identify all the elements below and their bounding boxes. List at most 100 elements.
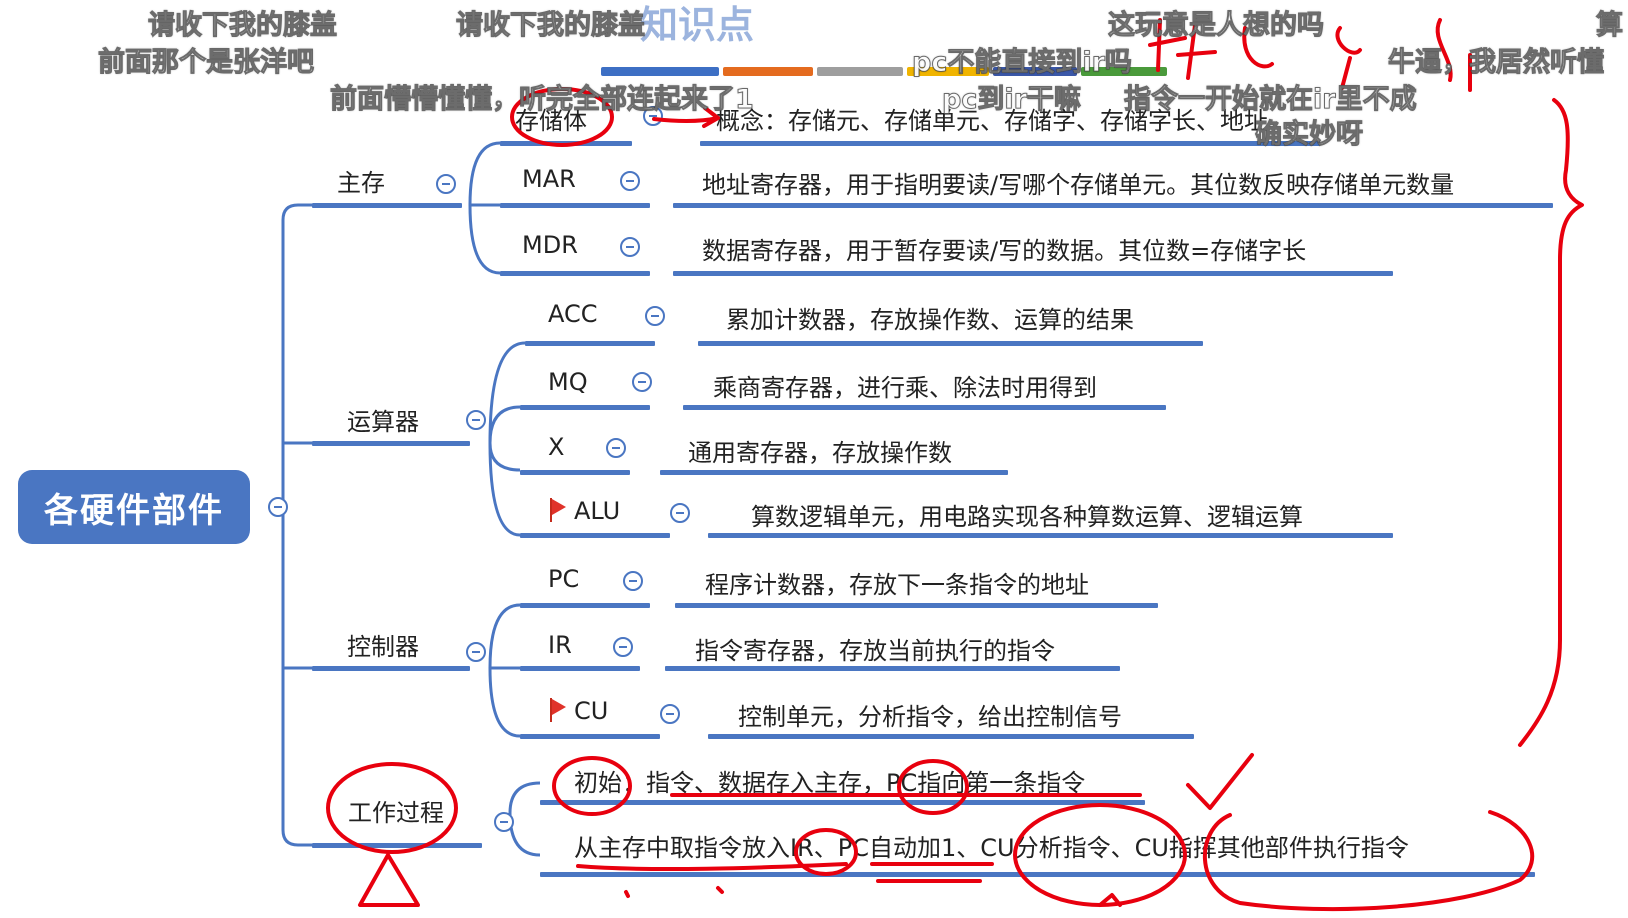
ink-circle-storage-body bbox=[510, 87, 614, 147]
node-ir[interactable]: IR bbox=[548, 631, 572, 659]
node-x-underline bbox=[520, 470, 630, 475]
branch-alu-collapse-icon[interactable] bbox=[466, 410, 486, 430]
node-cu-label: CU bbox=[574, 697, 609, 725]
flag-icon bbox=[548, 698, 566, 722]
ink-circle-process bbox=[326, 762, 458, 854]
ink-scribble-right bbox=[1435, 18, 1472, 92]
ink-circle-cu-analyze bbox=[1013, 803, 1187, 907]
ink-underline-pc-add bbox=[870, 862, 994, 883]
node-mar-desc-underline bbox=[673, 203, 1553, 208]
node-pc-collapse-icon[interactable] bbox=[623, 571, 643, 591]
branch-control-label[interactable]: 控制器 bbox=[347, 633, 419, 661]
node-mar-collapse-icon[interactable] bbox=[620, 171, 640, 191]
node-pc[interactable]: PC bbox=[548, 565, 580, 593]
danmaku-comment: 请收下我的膝盖 bbox=[148, 10, 338, 42]
branch-alu-underline bbox=[312, 441, 470, 446]
node-mar[interactable]: MAR bbox=[522, 165, 576, 193]
node-mq-desc-underline bbox=[683, 405, 1166, 410]
node-x-collapse-icon[interactable] bbox=[606, 438, 626, 458]
ink-circle-ir bbox=[794, 828, 858, 876]
page-title-fragment: 知识点 bbox=[640, 3, 755, 47]
branch-process-collapse-icon[interactable] bbox=[494, 812, 514, 832]
node-acc[interactable]: ACC bbox=[548, 300, 598, 328]
branch-memory-label[interactable]: 主存 bbox=[337, 169, 385, 197]
node-storage-body-desc: 概念：存储元、存储单元、存储字、存储字长、地址 bbox=[716, 107, 1268, 135]
flag-icon bbox=[548, 498, 566, 522]
node-mar-underline bbox=[500, 203, 650, 208]
ink-arrow-to-concept bbox=[652, 106, 720, 128]
ink-scribble-top bbox=[1148, 18, 1362, 90]
node-storage-body-desc-underline bbox=[700, 141, 1320, 146]
node-mq-desc: 乘商寄存器，进行乘、除法时用得到 bbox=[713, 374, 1097, 402]
ink-brace-right bbox=[1518, 98, 1584, 747]
danmaku-comment: 前面那个是张洋吧 bbox=[98, 47, 315, 79]
process-step-init: 初始：指令、数据存入主存，PC指向第一条指令 bbox=[574, 769, 1086, 797]
branch-process-label[interactable]: 工作过程 bbox=[348, 799, 444, 827]
node-ir-underline bbox=[520, 666, 640, 671]
node-pc-desc-underline bbox=[675, 603, 1158, 608]
node-acc-collapse-icon[interactable] bbox=[645, 306, 665, 326]
title-colorbar-yellow bbox=[907, 67, 989, 76]
title-colorbar-gray bbox=[817, 67, 903, 76]
node-alu[interactable]: ALU bbox=[548, 497, 620, 525]
node-acc-desc: 累加计数器，存放操作数、运算的结果 bbox=[726, 306, 1134, 334]
node-mdr[interactable]: MDR bbox=[522, 231, 578, 259]
branch-control-underline bbox=[312, 666, 470, 671]
node-cu-desc: 控制单元，分析指令，给出控制信号 bbox=[738, 703, 1122, 731]
ink-underline-fetch bbox=[576, 862, 848, 872]
danmaku-comment: 指令一开始就在ir里不成 bbox=[1124, 84, 1418, 116]
process-step-init-underline bbox=[540, 800, 1145, 805]
node-mdr-collapse-icon[interactable] bbox=[620, 237, 640, 257]
title-colorbar-blue bbox=[601, 67, 719, 76]
ink-bracket-cu-exec bbox=[1202, 810, 1535, 912]
danmaku-comment: pc到ir干嘛 bbox=[942, 84, 1082, 116]
process-step-cycle-underline bbox=[540, 872, 1535, 877]
node-alu-underline bbox=[520, 533, 670, 538]
node-x-desc: 通用寄存器，存放操作数 bbox=[688, 439, 952, 467]
danmaku-comment: 确实妙呀 bbox=[1255, 119, 1364, 151]
node-x-desc-underline bbox=[660, 470, 1008, 475]
node-alu-label: ALU bbox=[574, 497, 621, 525]
branch-control-collapse-icon[interactable] bbox=[466, 642, 486, 662]
node-ir-collapse-icon[interactable] bbox=[613, 637, 633, 657]
danmaku-comment: 前面懵懵懂懂，听完全部连起来了1 bbox=[330, 84, 755, 116]
branch-memory-collapse-icon[interactable] bbox=[436, 174, 456, 194]
node-acc-underline bbox=[525, 341, 655, 346]
node-cu[interactable]: CU bbox=[548, 697, 608, 725]
node-mar-desc: 地址寄存器，用于指明要读/写哪个存储单元。其位数反映存储单元数量 bbox=[702, 171, 1455, 199]
ink-checkmark bbox=[1186, 753, 1254, 810]
node-cu-collapse-icon[interactable] bbox=[660, 704, 680, 724]
root-collapse-icon[interactable] bbox=[268, 497, 288, 517]
root-node[interactable]: 各硬件部件 bbox=[18, 470, 250, 544]
branch-memory-underline bbox=[312, 203, 462, 208]
ink-triangle bbox=[358, 853, 420, 907]
process-step-cycle: 从主存中取指令放入IR、PC自动加1、CU分析指令、CU指挥其他部件执行指令 bbox=[574, 834, 1409, 862]
node-alu-desc-underline bbox=[708, 533, 1393, 538]
node-ir-desc-underline bbox=[665, 666, 1120, 671]
title-colorbar-navy bbox=[993, 67, 1077, 76]
node-mq[interactable]: MQ bbox=[548, 368, 588, 396]
ink-circle-pc bbox=[897, 759, 969, 815]
node-alu-collapse-icon[interactable] bbox=[670, 503, 690, 523]
danmaku-comment: 请收下我的膝盖 bbox=[456, 10, 646, 42]
danmaku-comment: 这玩意是人想的吗 bbox=[1108, 10, 1325, 42]
node-cu-underline bbox=[520, 734, 660, 739]
node-mq-collapse-icon[interactable] bbox=[632, 372, 652, 392]
danmaku-comment: 牛逼，我居然听懂 bbox=[1388, 47, 1605, 79]
ink-wedge-bottom bbox=[1098, 893, 1122, 907]
ink-circle-init bbox=[552, 756, 632, 816]
ink-dots bbox=[624, 886, 724, 898]
branch-alu-label[interactable]: 运算器 bbox=[347, 408, 419, 436]
node-mdr-desc: 数据寄存器，用于暂存要读/写的数据。其位数=存储字长 bbox=[702, 237, 1307, 265]
node-cu-desc-underline bbox=[708, 734, 1194, 739]
node-alu-desc: 算数逻辑单元，用电路实现各种算数运算、逻辑运算 bbox=[751, 503, 1303, 531]
branch-process-underline bbox=[312, 843, 482, 848]
danmaku-comment: 算 bbox=[1596, 10, 1624, 42]
node-pc-underline bbox=[520, 603, 650, 608]
node-x[interactable]: X bbox=[548, 433, 565, 461]
node-storage-body[interactable]: 存储体 bbox=[515, 107, 587, 135]
node-mdr-underline bbox=[500, 271, 650, 276]
